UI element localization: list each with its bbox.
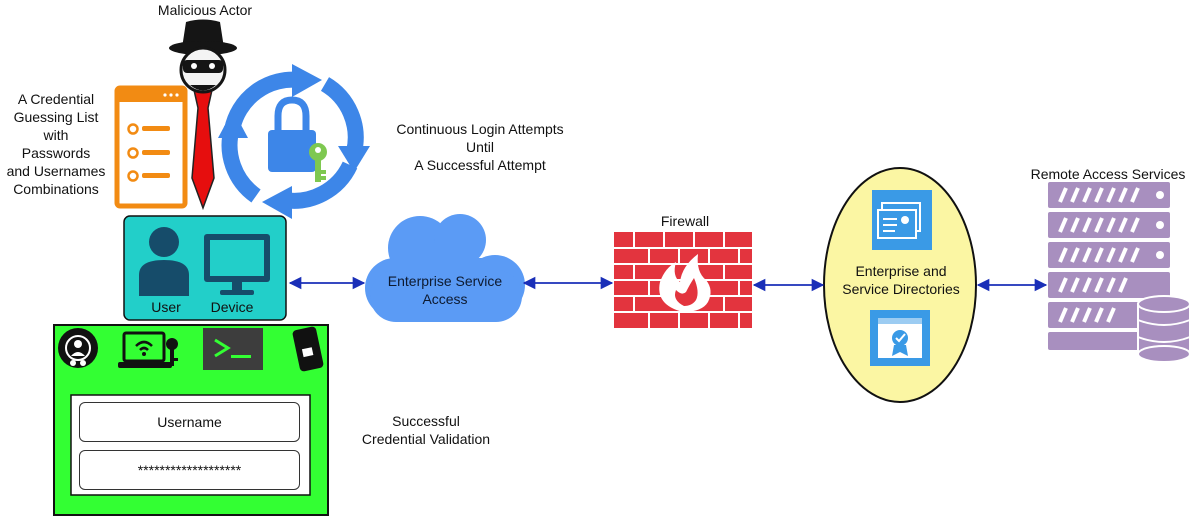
cloud-icon <box>365 214 525 322</box>
user-icon <box>139 227 189 296</box>
firewall-icon <box>614 232 752 328</box>
user-label: User <box>151 299 181 315</box>
password-field[interactable]: ******************* <box>79 450 300 490</box>
malicious-actor-label: Malicious Actor <box>157 2 253 18</box>
padlock-icon <box>268 96 316 172</box>
green-key-icon <box>309 143 327 182</box>
id-card-icon <box>872 190 932 250</box>
monitor-icon <box>204 234 270 295</box>
database-icon <box>1137 295 1191 363</box>
remote-access-label: Remote Access Services <box>1030 166 1186 182</box>
login-attempts-label: Continuous Login Attempts Until A Succes… <box>396 121 564 173</box>
laptop-wifi-key-icon <box>118 331 178 368</box>
credential-list-label: A Credential Guessing List with Password… <box>6 91 106 197</box>
hacker-icon <box>169 19 237 94</box>
cycle-arrows-icon <box>218 64 370 219</box>
device-label: Device <box>210 299 254 315</box>
server-rack-icon <box>1048 182 1170 350</box>
directories-label: Enterprise and Service Directories <box>842 263 960 297</box>
user-search-icon <box>58 328 98 368</box>
terminal-icon <box>203 328 263 370</box>
red-tie-icon <box>191 89 215 211</box>
username-field[interactable]: Username <box>79 402 300 442</box>
credential-list-icon <box>114 85 188 209</box>
cloud-label: Enterprise Service Access <box>387 273 503 307</box>
certificate-icon <box>870 310 930 366</box>
validation-label: Successful Credential Validation <box>361 413 491 447</box>
username-text: Username <box>157 414 222 430</box>
password-text: ******************* <box>137 462 242 478</box>
mobile-lock-icon <box>292 326 324 372</box>
firewall-label: Firewall <box>660 213 710 229</box>
